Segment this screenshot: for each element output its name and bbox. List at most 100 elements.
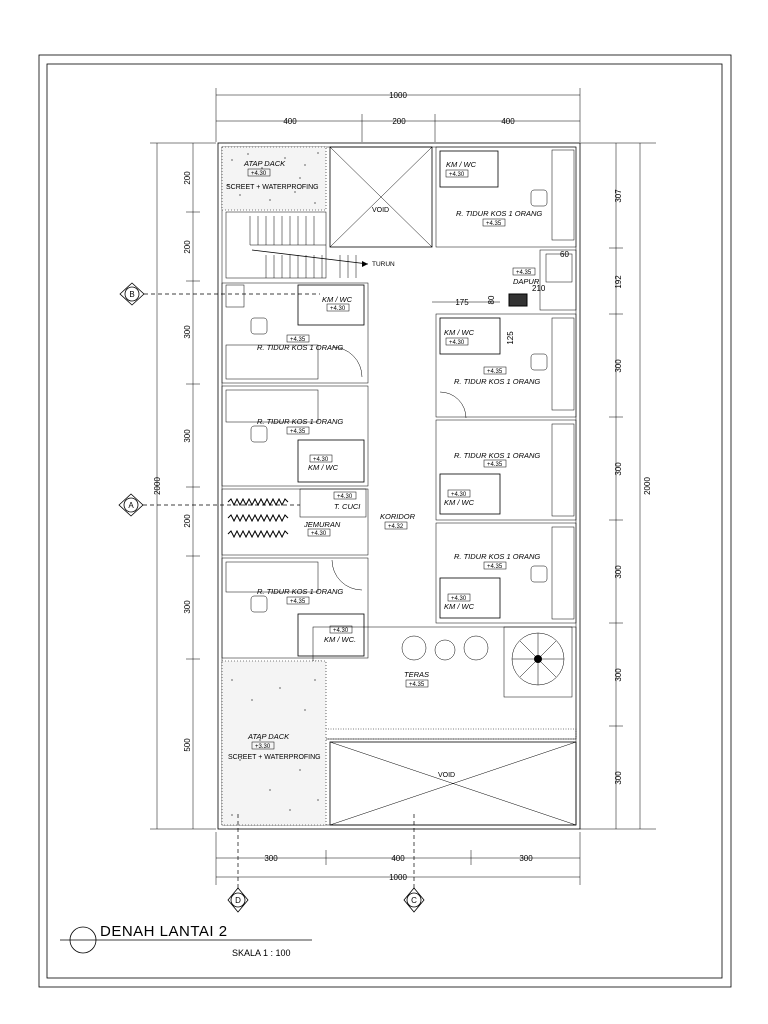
jemuran-label: JEMURAN <box>303 520 341 529</box>
dapur-counter <box>545 253 573 283</box>
tidur-r4-label: R. TIDUR KOS 1 ORANG <box>454 552 540 561</box>
left-dimensions: 2000 200 200 300 300 200 300 500 <box>150 142 216 830</box>
inner-border <box>46 63 723 979</box>
teras-label: TERAS <box>404 670 429 679</box>
tidur-r3-label: R. TIDUR KOS 1 ORANG <box>454 451 540 460</box>
chair-l1 <box>250 317 268 335</box>
dim-left-seg-5: 200 <box>183 514 192 528</box>
tidur-l3-label: R. TIDUR KOS 1 ORANG <box>257 587 343 596</box>
screet-top-label: SCREET + WATERPROFING <box>226 184 319 191</box>
drawing-title: DENAH LANTAI 2 <box>100 923 228 940</box>
dim-dapur-80: 80 <box>487 295 496 304</box>
dim-left-seg-3: 300 <box>183 325 192 339</box>
atap-dack-top-label: ATAP DACK <box>243 159 286 168</box>
bed-r1 <box>551 149 575 241</box>
building-plan: ATAP DACK +4.30 SCREET + WATERPROFING <box>217 142 581 830</box>
dim-bottom-seg-1: 300 <box>264 854 278 863</box>
dim-left-seg-1: 200 <box>183 171 192 185</box>
dapur-elev: +4.35 <box>516 270 532 276</box>
dim-top-seg-3: 400 <box>501 117 515 126</box>
tidur-l1-elev: +4.35 <box>290 337 306 343</box>
tidur-r3-elev: +4.35 <box>487 462 503 468</box>
tidur-l2-elev: +4.35 <box>290 429 306 435</box>
tidur-l3-elev: +4.35 <box>290 599 306 605</box>
t-cuci-label: T. CUCI <box>334 502 360 511</box>
teras-furniture <box>401 635 489 661</box>
tidur-r4-elev: +4.35 <box>487 564 503 570</box>
km-wc-r4-elev: +4.30 <box>451 596 467 602</box>
km-wc-r1-elev: +4.30 <box>449 172 465 178</box>
tidur-l1-label: R. TIDUR KOS 1 ORANG <box>257 343 343 352</box>
bed-l3 <box>225 561 319 593</box>
dapur-label: DAPUR <box>513 277 540 286</box>
chair-l2 <box>250 425 268 443</box>
koridor-elev: +4.32 <box>388 524 404 530</box>
dim-left-seg-6: 300 <box>183 600 192 614</box>
km-wc-l2-elev: +4.30 <box>313 457 329 463</box>
dim-right-seg-7: 300 <box>614 771 623 785</box>
dim-km-125: 125 <box>506 331 515 345</box>
right-dimensions: 2000 307 192 300 300 300 300 300 <box>580 142 656 830</box>
section-marker-d: D <box>227 812 249 913</box>
dim-dapur-60: 60 <box>560 250 569 259</box>
tidur-r1-elev: +4.35 <box>486 221 502 227</box>
dim-right-seg-1: 307 <box>614 189 623 203</box>
void-bottom-label: VOID <box>438 772 455 779</box>
km-wc-r3-elev: +4.30 <box>451 492 467 498</box>
void-bottom <box>329 741 577 826</box>
atap-dack-bottom-label: ATAP DACK <box>247 732 290 741</box>
turun-label: TURUN <box>372 261 395 268</box>
dim-dapur-175: 175 <box>455 298 469 307</box>
speckle-pattern-bottom <box>231 679 319 816</box>
section-marker-b: B <box>119 282 320 306</box>
jemuran-elev: +4.30 <box>311 531 327 537</box>
dim-right-total: 2000 <box>643 477 652 495</box>
dim-bottom-seg-2: 400 <box>391 854 405 863</box>
km-wc-l2-label: KM / WC <box>308 463 339 472</box>
top-dimensions: 1000 400 200 400 <box>215 88 581 142</box>
dim-dapur-210: 210 <box>532 284 546 293</box>
teras-elev: +4.35 <box>409 682 425 688</box>
dim-bottom-seg-3: 300 <box>519 854 533 863</box>
dim-right-seg-3: 300 <box>614 359 623 373</box>
dim-left-seg-7: 500 <box>183 738 192 752</box>
dim-top-seg-2: 200 <box>392 117 406 126</box>
dim-left-seg-4: 300 <box>183 429 192 443</box>
dim-bottom-total: 1000 <box>389 873 407 882</box>
dim-right-seg-6: 300 <box>614 668 623 682</box>
tidur-r2-elev: +4.35 <box>487 369 503 375</box>
section-marker-c: C <box>403 812 425 913</box>
bed-r3 <box>551 423 575 517</box>
dim-right-seg-5: 300 <box>614 565 623 579</box>
chair-l3 <box>250 595 268 613</box>
svg-text:C: C <box>411 896 417 905</box>
svg-text:D: D <box>235 896 241 905</box>
screet-bottom-label: SCREET + WATERPROFING <box>228 754 321 761</box>
km-wc-r2-elev: +4.30 <box>449 340 465 346</box>
bed-l1 <box>225 344 319 380</box>
km-wc-r1-label: KM / WC <box>446 160 477 169</box>
stairs-top <box>225 211 369 279</box>
outer-border <box>38 54 732 988</box>
dim-right-seg-2: 192 <box>614 275 623 289</box>
tidur-l2-label: R. TIDUR KOS 1 ORANG <box>257 417 343 426</box>
svg-text:B: B <box>129 290 134 299</box>
svg-text:A: A <box>128 501 134 510</box>
bed-r4 <box>551 526 575 620</box>
atap-dack-top-elev: +4.30 <box>251 171 267 177</box>
km-wc-l3-label: KM / WC. <box>324 635 356 644</box>
km-wc-l1-elev: +4.30 <box>330 306 346 312</box>
bed-r2 <box>551 317 575 411</box>
t-cuci-elev: +4.30 <box>337 494 353 500</box>
speckle-pattern-top <box>227 152 319 204</box>
chair-r4 <box>530 565 548 583</box>
koridor-label: KORIDOR <box>380 512 416 521</box>
km-wc-r3-label: KM / WC <box>444 498 475 507</box>
km-wc-r2-label: KM / WC <box>444 328 475 337</box>
km-wc-l3-elev: +4.30 <box>333 628 349 634</box>
atap-dack-top-area <box>221 146 327 211</box>
dapur-sink <box>508 293 528 307</box>
chair-r2 <box>530 353 548 371</box>
atap-dack-bottom-elev: +3.30 <box>255 744 271 750</box>
